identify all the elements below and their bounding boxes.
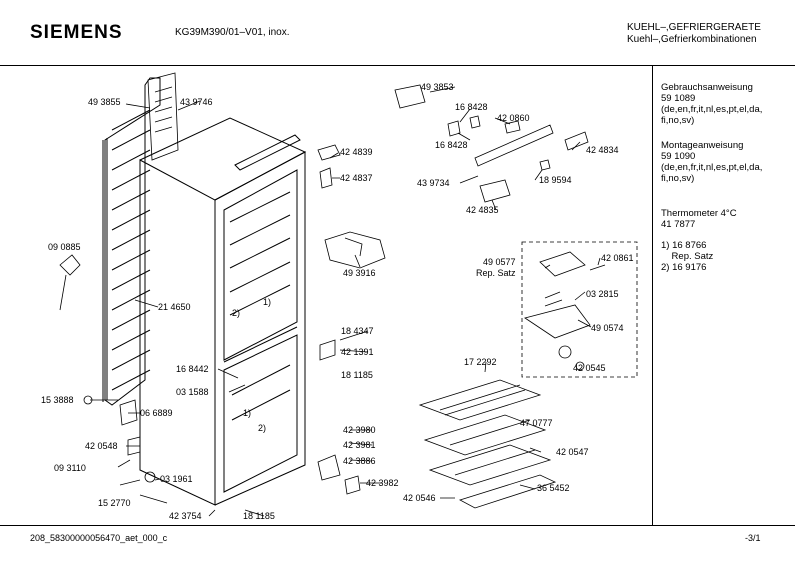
part-label: 16 8428 (455, 102, 488, 112)
category-title: KUEHL–,GEFRIERGERAETE (627, 22, 761, 33)
part-label: 16 8428 (435, 140, 468, 150)
part-label: 03 1961 (160, 474, 193, 484)
part-label: 42 0545 (573, 363, 606, 373)
part-label: 49 0574 (591, 323, 624, 333)
document-id: 208_58300000056470_aet_000_c (30, 533, 168, 543)
part-label: 18 4347 (341, 326, 374, 336)
part-label: 49 3853 (421, 82, 454, 92)
page-number: -3/1 (745, 533, 761, 543)
side-note-installation: Montageanweisung 59 1090 (de,en,fr,it,nl… (661, 140, 763, 184)
side-note-thermometer: Thermometer 4°C 41 7877 (661, 208, 737, 230)
part-label: 03 1588 (176, 387, 209, 397)
repair-set-box (521, 241, 638, 378)
part-label: 15 3888 (41, 395, 74, 405)
fan-housing (324, 231, 386, 269)
part-label: 43 9746 (180, 97, 213, 107)
brand-logo: SIEMENS (30, 22, 123, 43)
part-label: 17 2292 (464, 357, 497, 367)
part-label: 42 1391 (341, 347, 374, 357)
cabinet (139, 117, 307, 506)
part-label: 09 3110 (54, 463, 86, 473)
part-label: 09 0885 (48, 242, 81, 252)
header-divider (0, 65, 795, 66)
footer-divider (0, 525, 795, 526)
control-panel-strip (394, 84, 589, 203)
part-label: 42 0546 (403, 493, 436, 503)
part-label: 42 3886 (343, 456, 376, 466)
evaporator-plates (418, 379, 557, 509)
part-label: 42 4837 (340, 173, 373, 183)
part-label: 42 0861 (601, 253, 634, 263)
part-label: 49 3855 (88, 97, 121, 107)
condenser-coil (102, 77, 161, 406)
part-label: 18 1185 (243, 511, 275, 521)
side-note-repair-sets: 1) 16 8766 Rep. Satz 2) 16 9176 (661, 240, 714, 273)
part-label: 42 0547 (556, 447, 589, 457)
category-subtitle: Kuehl–,Gefrierkombinationen (627, 34, 757, 45)
part-label: 43 9734 (417, 178, 450, 188)
footnote-marker: 2) (258, 423, 267, 433)
part-label: 47 0777 (520, 418, 553, 428)
part-label: 16 8442 (176, 364, 209, 374)
model-number: KG39M390/01–V01, inox. (175, 27, 290, 38)
side-note-user-manual: Gebrauchsanweisung 59 1089 (de,en,fr,it,… (661, 82, 763, 126)
footnote-marker: 1) (263, 297, 272, 307)
part-label: 42 4834 (586, 145, 619, 155)
part-label: 42 3982 (366, 478, 399, 488)
part-label: 49 3916 (343, 268, 376, 278)
part-label-repair-set: 49 0577 Rep. Satz (476, 257, 516, 278)
side-panel-divider (652, 65, 653, 525)
cover-part (317, 144, 341, 161)
part-label: 06 6889 (140, 408, 173, 418)
part-label: 42 4839 (340, 147, 373, 157)
footnote-marker: 1) (243, 408, 252, 418)
hinge (317, 454, 341, 481)
part-label: 42 3981 (343, 440, 376, 450)
part-label: 18 1185 (341, 370, 373, 380)
part-label: 18 9594 (539, 175, 572, 185)
control-module (147, 72, 179, 161)
part-label: 21 4650 (158, 302, 191, 312)
part-label: 15 2770 (98, 498, 131, 508)
footnote-marker: 2) (232, 308, 241, 318)
part-label: 42 3754 (169, 511, 202, 521)
part-label: 36 5452 (537, 483, 570, 493)
part-label: 42 0548 (85, 441, 118, 451)
part-label: 42 4835 (466, 205, 499, 215)
part-label: 42 0860 (497, 113, 530, 123)
part-label: 03 2815 (586, 289, 619, 299)
part-label: 42 3980 (343, 425, 376, 435)
